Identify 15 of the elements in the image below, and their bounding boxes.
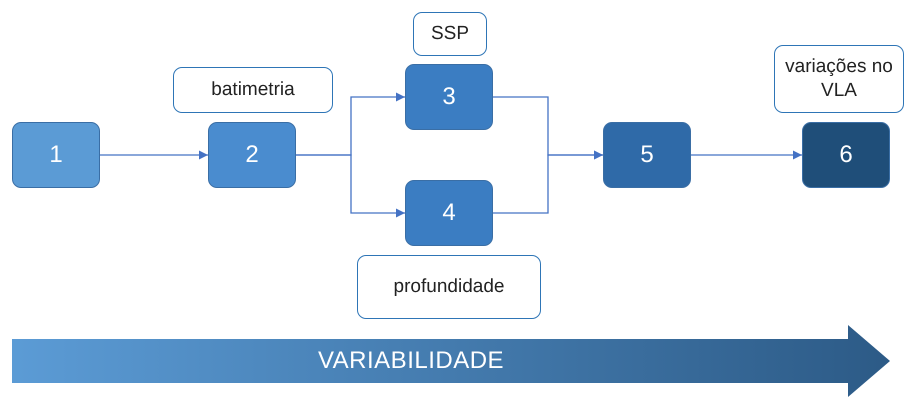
arrow [493, 150, 603, 214]
step-box: 1 [12, 122, 100, 188]
note-box: profundidade [357, 255, 541, 319]
step-box: 5 [603, 122, 691, 188]
arrow [100, 150, 208, 160]
arrow [296, 154, 405, 218]
step-box: 3 [405, 64, 493, 130]
step-box: 6 [802, 122, 890, 188]
step-box: 4 [405, 180, 493, 246]
banner-text: VARIABILIDADE [318, 347, 504, 375]
note-box: variações no VLA [774, 45, 904, 113]
note-box: batimetria [173, 67, 333, 113]
step-box: 2 [208, 122, 296, 188]
arrow [691, 150, 802, 160]
note-box: SSP [413, 12, 487, 56]
